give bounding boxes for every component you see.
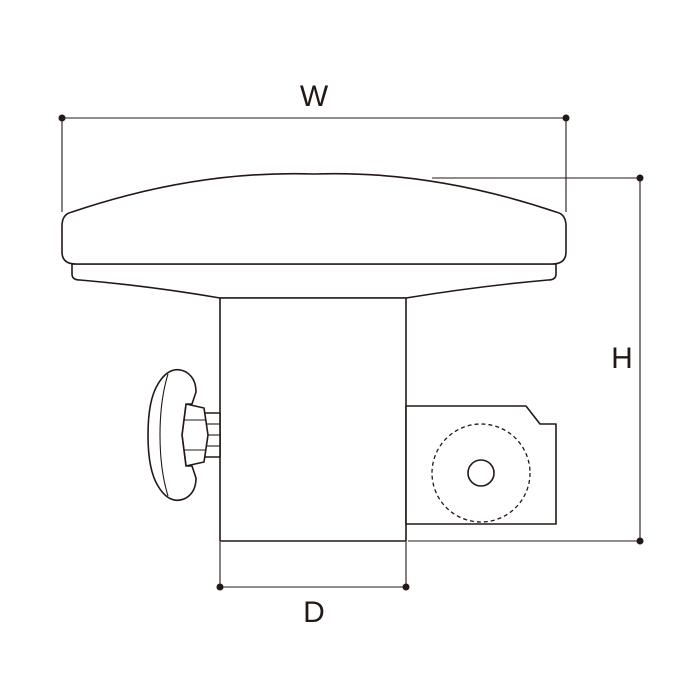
diameter-end-dot-right (402, 583, 410, 591)
knob-cap (61, 172, 567, 265)
clamp-pivot-pin (467, 459, 495, 487)
width-end-dot-left (58, 114, 66, 122)
width-dimension: W (58, 80, 570, 212)
diameter-end-dot-left (216, 583, 224, 591)
height-label: H (611, 342, 633, 375)
wing-knob-contour (159, 373, 169, 497)
knob-underside (71, 263, 557, 299)
stem-body (219, 297, 407, 542)
clamp-block (405, 405, 557, 525)
height-dimension: H (408, 174, 644, 545)
screw-hex-collar (181, 403, 209, 467)
diameter-dimension: D (216, 542, 410, 629)
height-end-dot-top (636, 174, 644, 182)
height-end-dot-bottom (636, 537, 644, 545)
width-label: W (300, 80, 329, 113)
diameter-label: D (303, 596, 325, 629)
screw-wing-knob (147, 368, 197, 502)
knob-head (61, 172, 567, 299)
width-end-dot-right (562, 114, 570, 122)
thumb-screw (147, 368, 221, 502)
clamp-hidden-hole (431, 423, 531, 523)
